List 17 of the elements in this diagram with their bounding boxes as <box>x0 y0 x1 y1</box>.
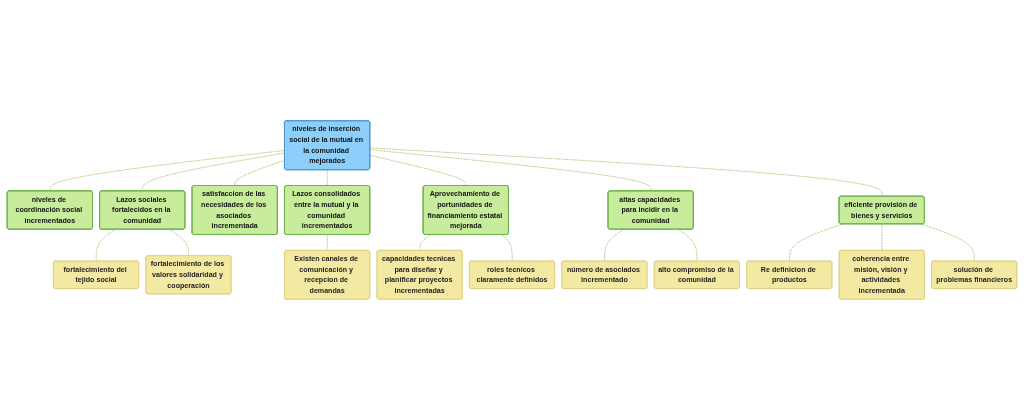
connector <box>95 228 116 262</box>
connector <box>920 223 975 262</box>
connector <box>141 152 286 192</box>
connector <box>369 149 652 192</box>
connector <box>677 228 698 262</box>
connector <box>881 223 883 251</box>
connector <box>369 154 467 187</box>
connector <box>500 234 513 262</box>
connector <box>49 149 286 192</box>
connector <box>419 234 432 251</box>
connector <box>326 169 328 187</box>
connector <box>369 147 883 197</box>
connector <box>169 228 190 257</box>
connector <box>604 228 624 262</box>
connector <box>326 234 328 251</box>
connector <box>234 159 286 187</box>
connector <box>788 223 843 262</box>
